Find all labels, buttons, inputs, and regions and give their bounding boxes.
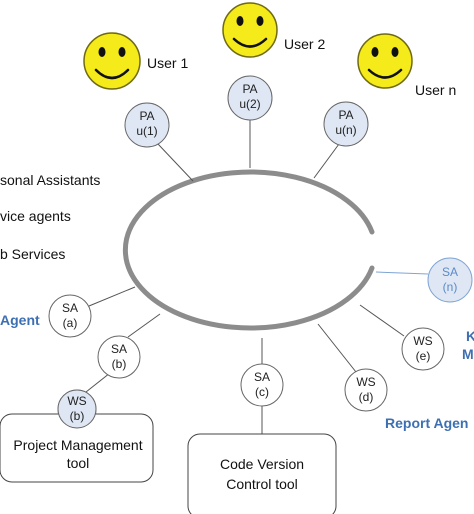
ws-b-overlap <box>57 389 97 429</box>
sa-b-line1: SA <box>111 342 127 356</box>
code-version-control-tool-box: Code Version Control tool <box>187 433 337 514</box>
ws-e-line2: (e) <box>416 349 431 363</box>
connector-san-ring <box>375 271 429 275</box>
sa-a-line2: (a) <box>63 316 78 330</box>
agent-label-right-top: K <box>466 328 474 344</box>
sa-node-c: SA (c) <box>240 363 284 407</box>
ws-node-d: WS (d) <box>344 368 388 412</box>
smiley-user-n-icon <box>357 33 413 89</box>
connector-sab-wsb <box>85 372 111 393</box>
pa-un-line1: PA <box>338 108 353 122</box>
legend-item-personal-assistants: sonal Assistants <box>0 172 100 188</box>
agent-label-report: Report Agen <box>385 415 468 431</box>
sa-n-line1: SA <box>442 265 458 279</box>
sa-node-b: SA (b) <box>97 335 141 379</box>
agent-label-left: Agent <box>0 312 40 328</box>
user-2: User 2 <box>222 2 325 58</box>
smiley-user-2-icon <box>222 2 278 58</box>
sa-a-line1: SA <box>62 301 78 315</box>
agent-label-right-bottom: M <box>462 346 474 362</box>
smiley-user-1-icon <box>83 32 141 90</box>
user-n-label: User n <box>415 82 456 98</box>
connectors <box>77 117 429 434</box>
user-n: User n <box>357 33 456 98</box>
pa-u1-line2: u(1) <box>136 124 157 138</box>
user-1: User 1 <box>83 32 188 90</box>
code-tool-line1: Code Version <box>220 456 304 472</box>
central-bus-ring <box>122 169 375 331</box>
connector-sab-ring <box>127 313 161 338</box>
pa-un-line2: u(n) <box>335 123 356 137</box>
legend-item-web-services: b Services <box>0 246 65 262</box>
ws-b-overlap-line2: (b) <box>70 409 85 423</box>
ws-d-line2: (d) <box>359 390 374 404</box>
sa-b-line2: (b) <box>112 357 127 371</box>
sa-c-line2: (c) <box>255 385 269 399</box>
connector-wsd-ring <box>317 323 357 373</box>
ws-node-e: WS (e) <box>401 327 445 371</box>
sa-node-n: SA (n) <box>427 257 473 303</box>
ws-e-line1: WS <box>413 334 432 348</box>
pa-node-un: PA u(n) <box>323 101 369 147</box>
ws-b-overlap-line1: WS <box>67 394 86 408</box>
pa-node-u2: PA u(2) <box>227 75 273 121</box>
connector-pan-ring <box>313 143 340 179</box>
pa-u2-line1: PA <box>242 82 257 96</box>
pa-u1-line1: PA <box>139 109 154 123</box>
project-management-tool-box: WS (b) Project Management tool <box>0 389 154 483</box>
user-1-label: User 1 <box>147 55 188 71</box>
connector-pa1-ring <box>157 143 194 182</box>
legend-item-service-agents: vice agents <box>0 208 71 224</box>
legend: sonal Assistants vice agents b Services <box>0 172 100 262</box>
project-tool-line2: tool <box>67 455 90 471</box>
sa-node-a: SA (a) <box>48 294 92 338</box>
pa-node-u1: PA u(1) <box>124 102 170 148</box>
user-2-label: User 2 <box>284 36 325 52</box>
ws-d-line1: WS <box>356 375 375 389</box>
connector-wse-ring <box>359 304 405 337</box>
sa-c-line1: SA <box>254 370 270 384</box>
project-tool-line1: Project Management <box>13 437 142 453</box>
connector-saa-ring <box>88 286 136 307</box>
sa-n-line2: (n) <box>443 280 458 294</box>
pa-u2-line2: u(2) <box>239 97 260 111</box>
code-tool-line2: Control tool <box>226 476 298 492</box>
